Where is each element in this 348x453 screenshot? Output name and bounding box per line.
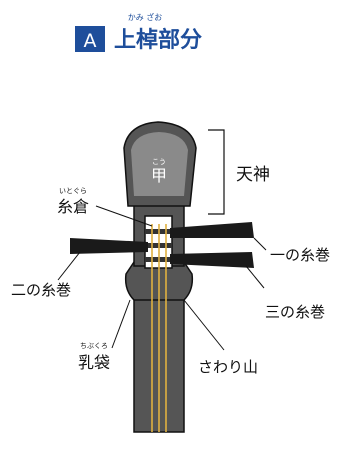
- tenjin-bracket: [208, 129, 225, 215]
- itogura-ruby: いとぐら: [59, 187, 87, 195]
- kou-ruby: こう: [152, 158, 166, 166]
- tenjin-label: 天神: [236, 165, 270, 185]
- ni-peg: [70, 238, 148, 254]
- chibukuro-ruby: ちぶくろ: [80, 342, 108, 350]
- san-leader: [245, 265, 265, 289]
- itogura-label: 糸倉: [57, 197, 89, 216]
- san-peg: [170, 252, 254, 268]
- section-badge-letter: A: [84, 30, 97, 52]
- chibukuro-label: 乳袋: [78, 353, 110, 372]
- kou-plate: [131, 132, 188, 196]
- section-badge: [75, 26, 105, 52]
- sawari-label: さわり山: [198, 358, 258, 376]
- sawari-leader: [183, 299, 225, 351]
- itogura-leader: [95, 205, 153, 227]
- page-title: 上棹部分: [114, 27, 202, 53]
- ichi-label: 一の糸巻: [270, 246, 330, 264]
- san-label: 三の糸巻: [265, 303, 325, 321]
- title-ruby: かみ ざお: [128, 12, 163, 22]
- ichi-leader: [253, 237, 267, 251]
- ni-leader: [57, 251, 81, 281]
- ichi-peg: [170, 222, 254, 238]
- ni-label: 二の糸巻: [11, 281, 71, 299]
- kou-label: 甲: [151, 166, 167, 185]
- chibukuro-leader: [111, 299, 131, 349]
